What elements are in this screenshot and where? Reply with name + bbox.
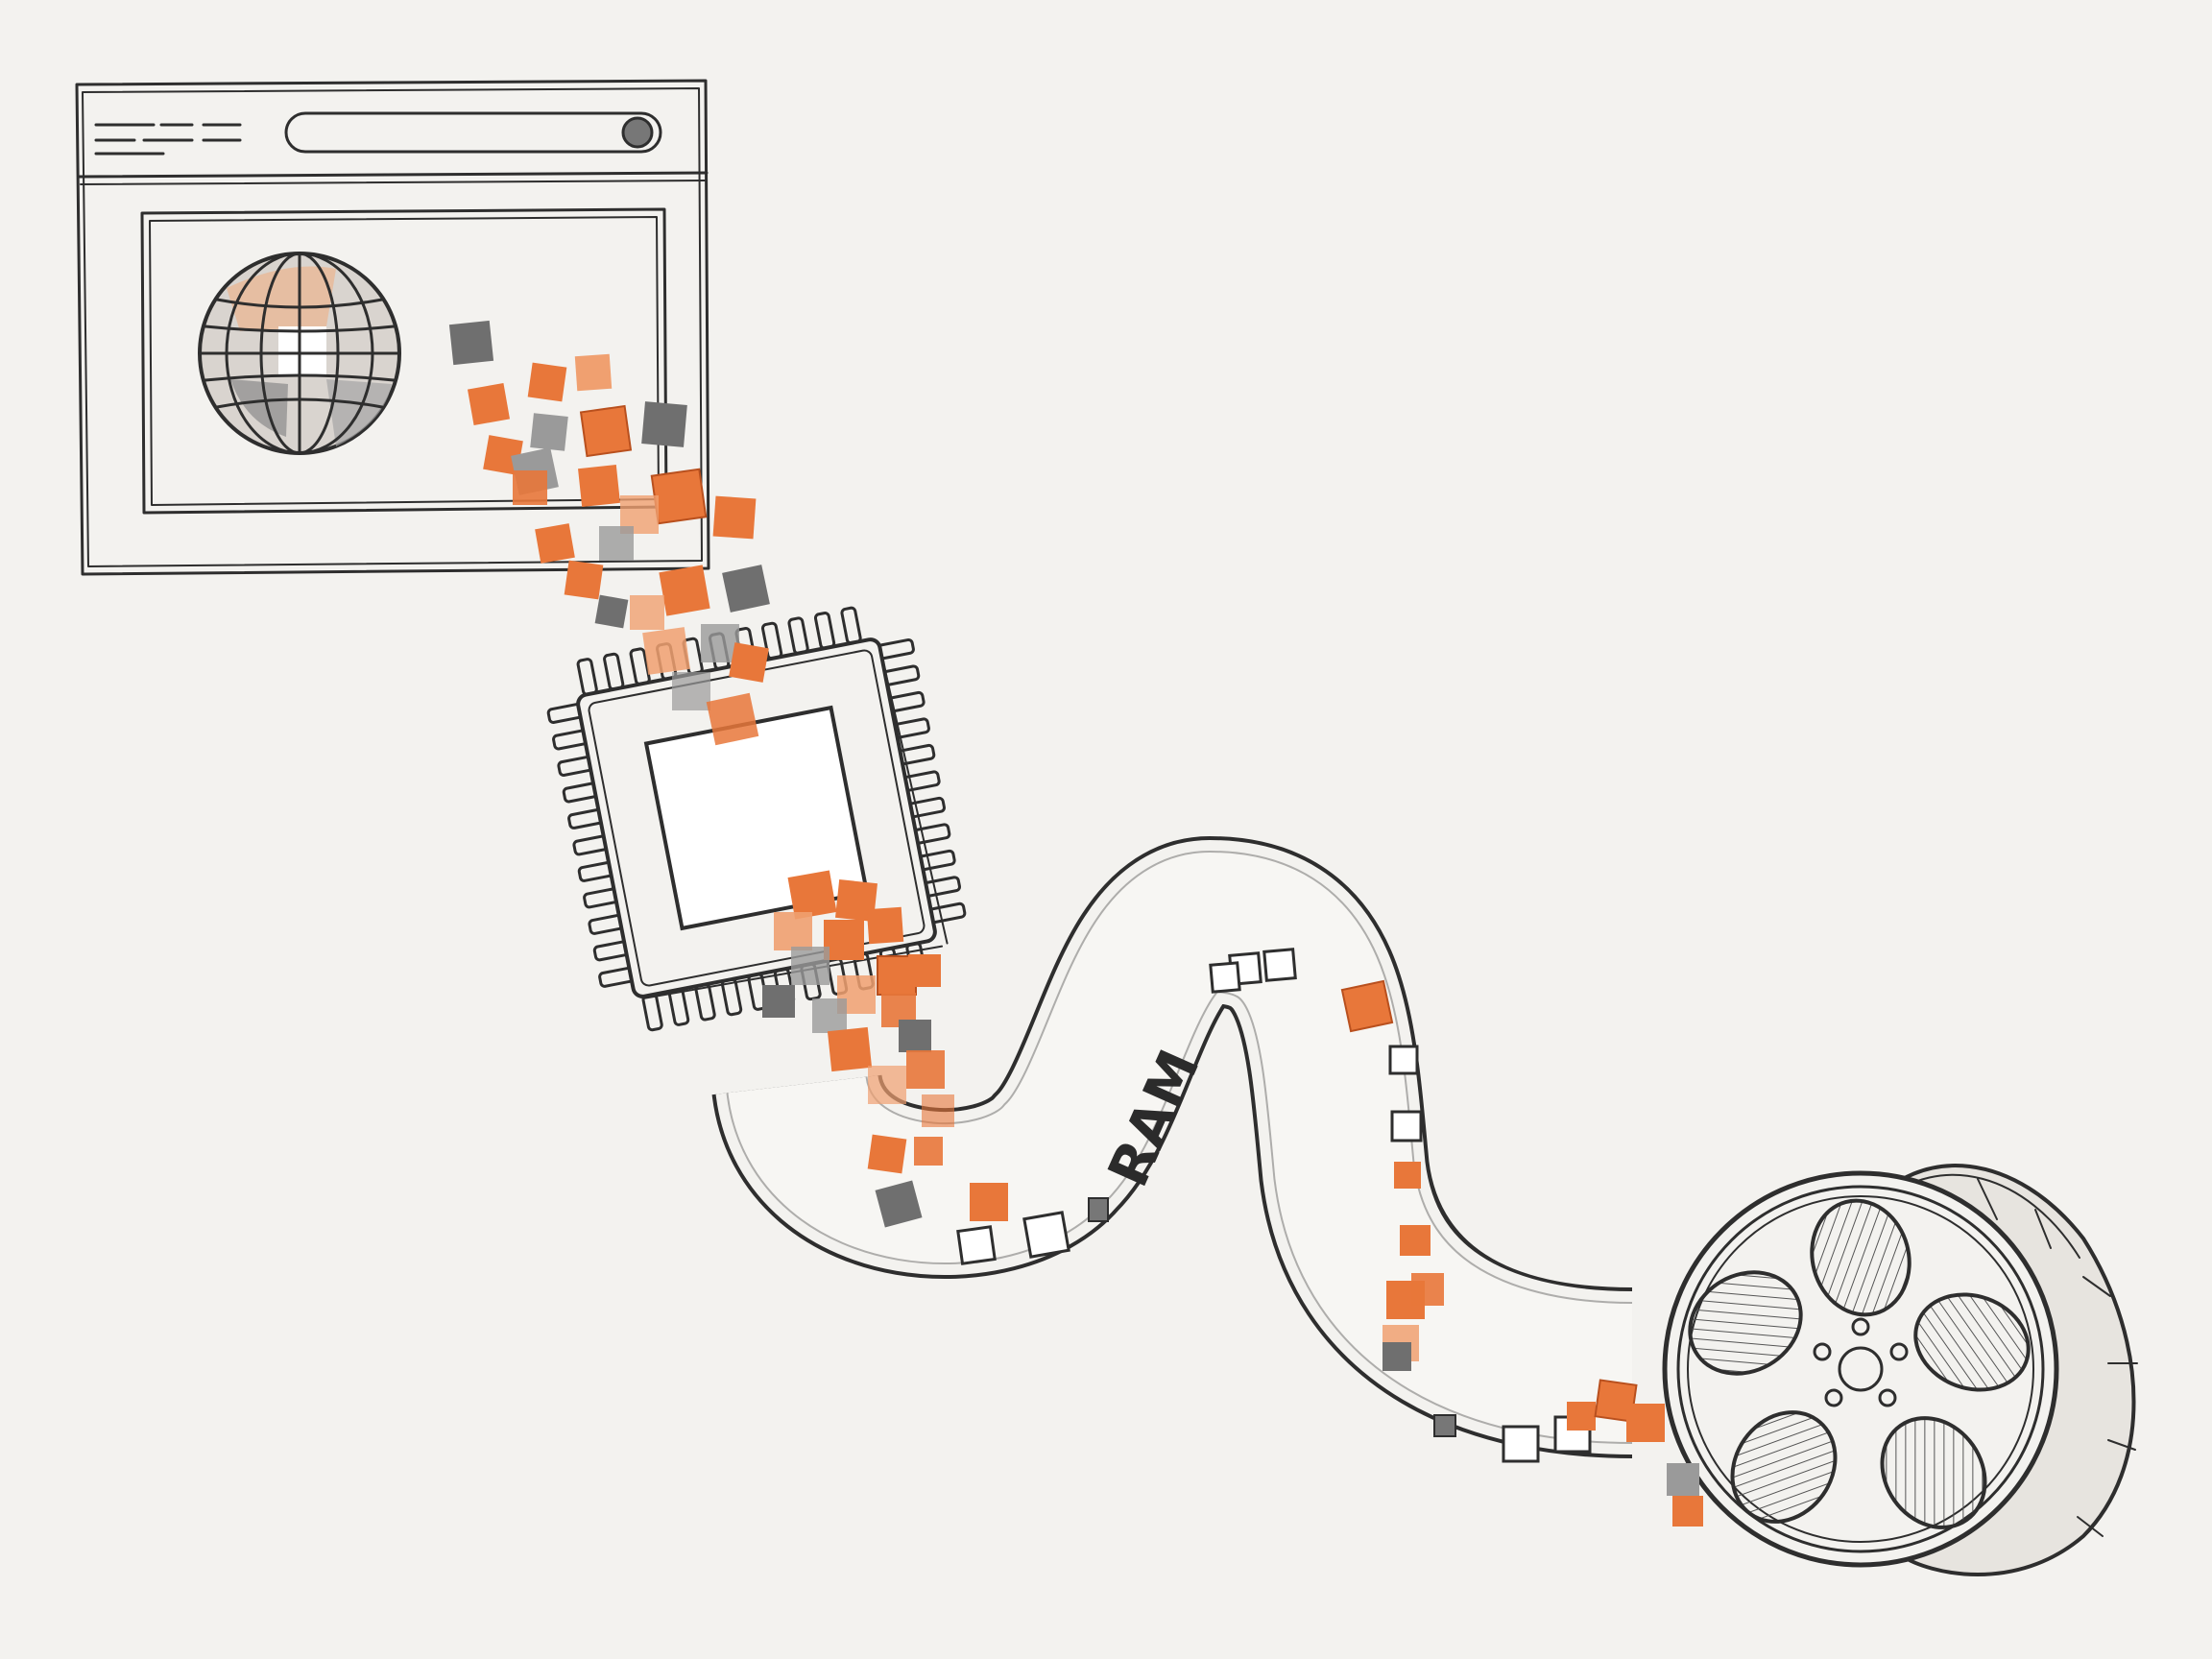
browser-window-icon [75,79,710,576]
reel-window [1810,1198,1911,1317]
address-bar-button-icon [621,116,654,149]
film-strip: RAM [711,835,1634,1463]
reel-window [1913,1292,2031,1392]
reel-window [1688,1270,1803,1376]
address-bar [284,111,662,154]
globe-icon [198,252,401,455]
reel-window [1730,1410,1838,1524]
data-blocks [448,320,1703,1527]
window-menu-lines-icon [94,123,242,156]
film-reel-icon [1662,1164,2138,1576]
reel-window [1880,1416,1987,1529]
film-frame [956,948,1592,1463]
